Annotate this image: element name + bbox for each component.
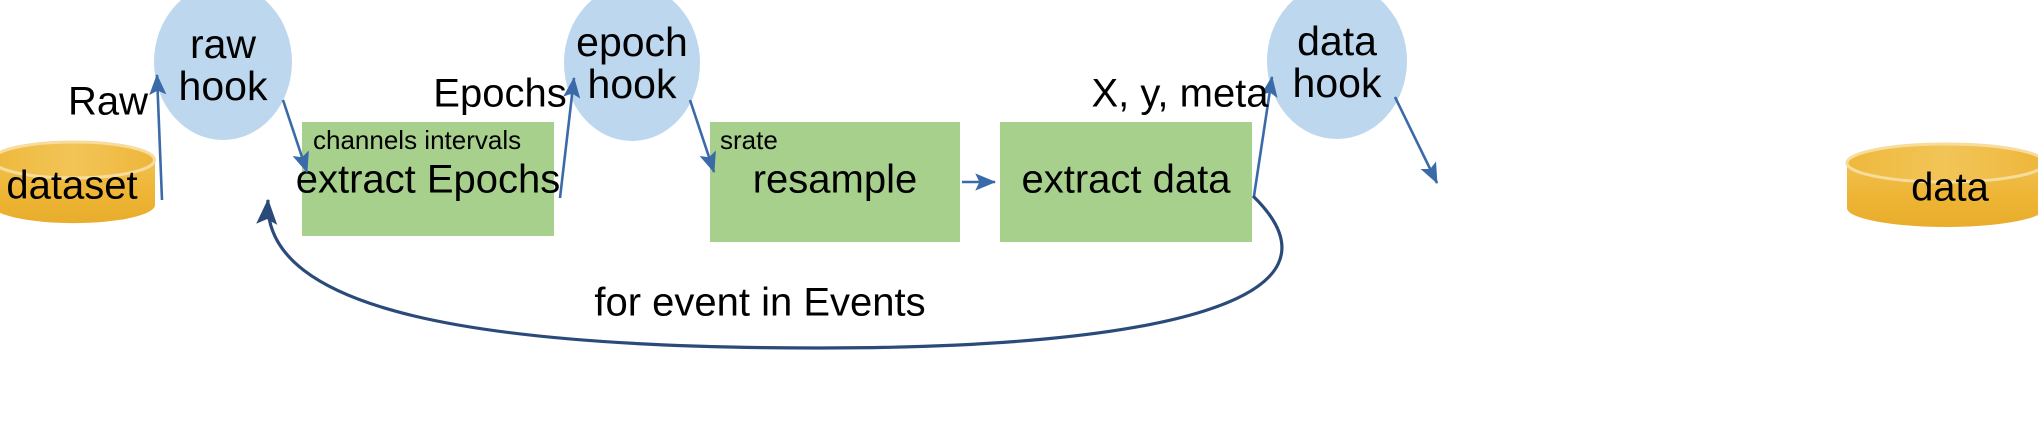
process-extract-data[interactable]: extract data: [1000, 122, 1252, 242]
arrow-raw-hook-to-extract-epochs: [281, 99, 309, 173]
edge-label-raw: Raw: [68, 80, 148, 124]
arrow-dataset-to-raw-hook: [149, 73, 167, 201]
process-params-resample: srate: [720, 125, 778, 155]
arrow-data-hook-to-data-store: [1393, 96, 1439, 184]
hook-ellipse-epoch-hook[interactable]: [564, 0, 700, 141]
process-box-extract-epochs[interactable]: [302, 122, 554, 236]
hook-label-data-hook-line2: hook: [1293, 60, 1382, 106]
hook-raw-hook[interactable]: raw hook: [154, 0, 292, 140]
process-title-extract-epochs: extract Epochs: [296, 158, 561, 202]
store-data: data: [1845, 142, 2038, 227]
arrow-epoch-hook-to-resample: [688, 99, 716, 173]
hook-epoch-hook[interactable]: epoch hook: [564, 0, 700, 141]
process-box-resample[interactable]: [710, 122, 960, 242]
edge-label-xymeta: X, y, meta: [1091, 72, 1269, 116]
process-box-extract-data[interactable]: [1000, 122, 1252, 242]
loop-arrow-for-event-in-events: [256, 194, 1284, 350]
process-resample[interactable]: srate resample: [710, 122, 960, 242]
process-title-resample: resample: [753, 158, 918, 202]
hook-label-raw-hook-line2: hook: [179, 63, 268, 109]
cylinder-top-dataset: [0, 140, 156, 180]
cylinder-top-data: [1845, 142, 2038, 184]
edge-label-epochs: Epochs: [433, 72, 566, 116]
process-title-extract-data: extract data: [1021, 158, 1231, 202]
arrow-extract-data-to-data-hook: [1252, 75, 1278, 197]
hook-label-raw-hook-line1: raw: [190, 21, 256, 67]
loop-label: for event in Events: [594, 281, 925, 325]
store-dataset: dataset: [0, 140, 156, 224]
store-dataset-label: dataset: [6, 164, 137, 208]
process-extract-epochs[interactable]: channels intervals extract Epochs: [296, 122, 561, 236]
process-params-extract-epochs: channels intervals: [313, 125, 521, 155]
hook-data-hook[interactable]: data hook: [1267, 0, 1407, 139]
store-data-label: data: [1911, 166, 1990, 210]
hook-label-data-hook-line1: data: [1297, 18, 1377, 64]
hook-label-epoch-hook-line1: epoch: [576, 19, 688, 65]
hook-label-epoch-hook-line2: hook: [588, 61, 677, 107]
hook-ellipse-raw-hook[interactable]: [154, 0, 292, 140]
hook-ellipse-data-hook[interactable]: [1267, 0, 1407, 139]
arrow-extract-epochs-to-epoch-hook: [558, 76, 581, 199]
